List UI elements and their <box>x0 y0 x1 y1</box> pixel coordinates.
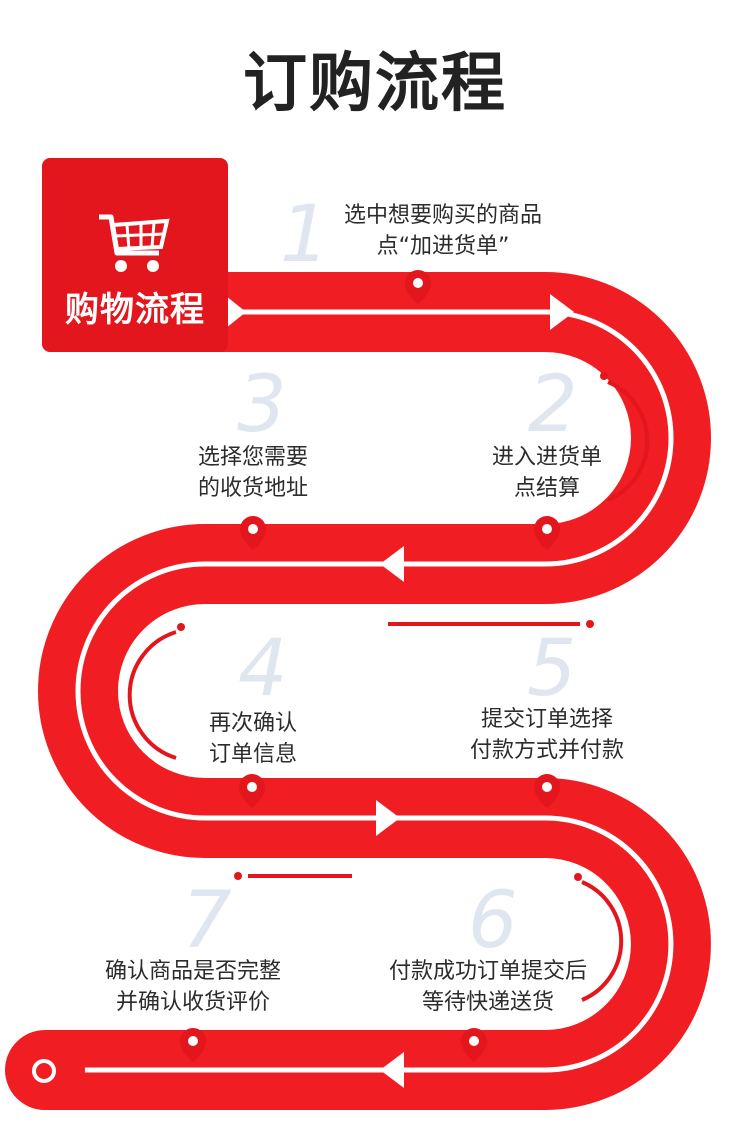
step-7-line1: 确认商品是否完整 <box>104 959 281 984</box>
arrow-left-icon <box>380 546 404 582</box>
step-number-3: 3 <box>237 360 287 450</box>
step-5: 提交订单选择 付款方式并付款 <box>452 704 642 766</box>
step-number-6: 6 <box>468 876 518 966</box>
step-4: 再次确认 订单信息 <box>173 708 333 770</box>
map-pin-icon <box>239 774 265 808</box>
step-number-1: 1 <box>280 190 330 280</box>
step-2-line1: 进入进货单 <box>491 445 602 470</box>
shopping-process-badge: 购物流程 <box>42 158 228 352</box>
map-pin-icon <box>534 516 560 550</box>
map-pin-icon <box>461 1028 487 1062</box>
shopping-cart-icon <box>99 214 170 272</box>
arrow-right-icon <box>226 296 246 328</box>
badge-label: 购物流程 <box>65 290 205 330</box>
deco-arc <box>127 630 177 760</box>
arrow-right-icon <box>550 294 574 330</box>
step-1-line2: 点“加进货单” <box>376 234 510 259</box>
step-2-line2: 点结算 <box>513 476 580 501</box>
step-4-line2: 订单信息 <box>208 742 297 767</box>
deco-arc <box>581 880 624 1002</box>
step-5-line2: 付款方式并付款 <box>469 738 624 763</box>
step-3: 选择您需要 的收货地址 <box>173 442 333 504</box>
step-6: 付款成功订单提交后 等待快递送货 <box>373 956 603 1018</box>
step-7: 确认商品是否完整 并确认收货评价 <box>88 956 298 1018</box>
step-number-5: 5 <box>527 624 577 714</box>
map-pin-icon <box>180 1028 206 1062</box>
step-number-2: 2 <box>528 360 578 450</box>
step-1-line1: 选中想要购买的商品 <box>343 203 542 228</box>
arrow-right-icon <box>376 800 400 836</box>
map-pin-icon <box>534 774 560 808</box>
step-6-line1: 付款成功订单提交后 <box>388 959 587 984</box>
page-title: 订购流程 <box>243 47 507 121</box>
step-2: 进入进货单 点结算 <box>467 442 627 504</box>
step-3-line2: 的收货地址 <box>197 476 308 501</box>
step-6-line2: 等待快递送货 <box>421 990 554 1015</box>
map-pin-icon <box>240 516 266 550</box>
end-circle-icon <box>32 1059 56 1083</box>
map-pin-icon <box>405 270 431 304</box>
step-4-line1: 再次确认 <box>208 711 297 736</box>
step-number-4: 4 <box>238 624 288 714</box>
step-3-line1: 选择您需要 <box>197 445 308 470</box>
step-5-line1: 提交订单选择 <box>480 707 613 732</box>
step-7-line2: 并确认收货评价 <box>115 990 270 1015</box>
step-number-7: 7 <box>182 876 232 966</box>
deco-arc <box>607 380 650 502</box>
arrow-left-icon <box>380 1052 404 1088</box>
step-1: 选中想要购买的商品 点“加进货单” <box>328 200 558 262</box>
